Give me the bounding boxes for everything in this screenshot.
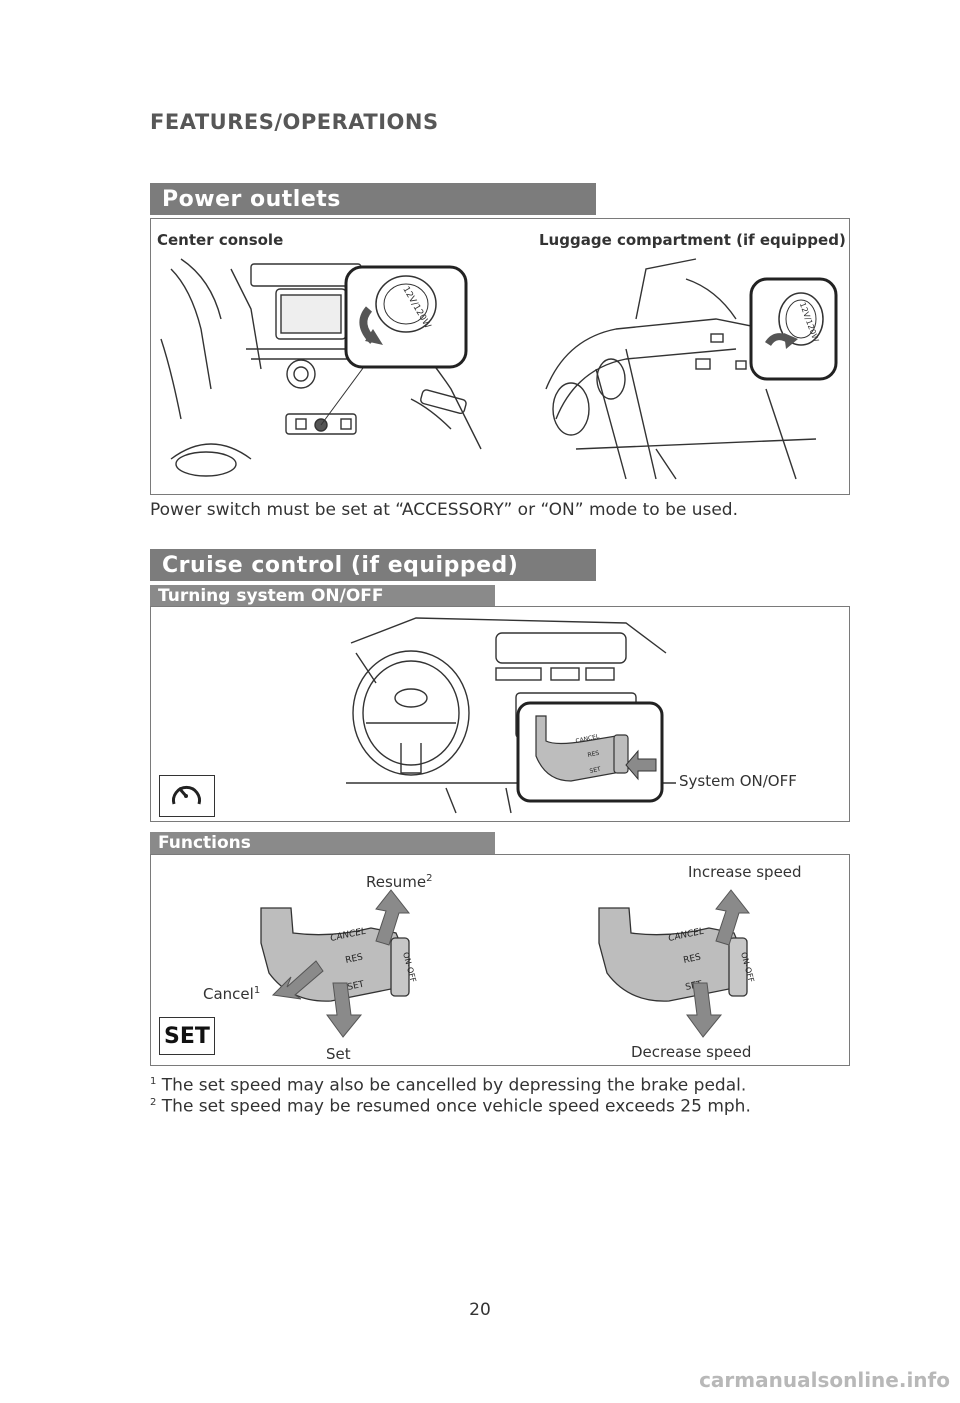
footnote-1-number: 1 <box>150 1076 157 1087</box>
decrease-speed-arrow <box>686 982 723 1038</box>
system-on-off-label: System ON/OFF <box>679 772 797 790</box>
luggage-socket-zoom: 12V/120W <box>749 277 838 381</box>
page-number: 20 <box>469 1300 491 1320</box>
footnote-2: 2 The set speed may be resumed once vehi… <box>150 1093 751 1117</box>
lever-small-set-label: SET <box>589 766 602 775</box>
power-outlets-title-text: Power outlets <box>162 186 341 212</box>
lever-functions-left-illustration: CANCEL RES SET ON-OFF <box>260 907 418 1002</box>
power-outlets-note: Power switch must be set at “ACCESSORY” … <box>150 500 739 520</box>
set-label: Set <box>326 1045 351 1063</box>
power-outlets-title: Power outlets <box>150 183 596 215</box>
cruise-control-title: Cruise control (if equipped) <box>150 549 596 581</box>
lever-small-cancel-label: CANCEL <box>575 733 601 745</box>
lever-zoom-illustration: CANCEL RES SET <box>516 701 664 803</box>
lever-left-res-label: RES <box>345 952 365 966</box>
functions-left-arrows <box>271 889 411 1038</box>
set-indicator-icon: SET <box>159 1017 215 1055</box>
turning-system-title: Turning system ON/OFF <box>150 585 495 607</box>
footnote-2-text: The set speed may be resumed once vehicl… <box>161 1096 751 1117</box>
center-console-caption: Center console <box>157 231 284 249</box>
lever-right-res-label: RES <box>683 952 703 966</box>
luggage-compartment-illustration: 12V/120W <box>545 258 838 480</box>
center-console-illustration: 12V/120W <box>160 258 482 477</box>
increase-speed-arrow <box>715 889 751 946</box>
footnote-2-number: 2 <box>150 1097 157 1108</box>
cancel-arrow <box>271 960 324 1000</box>
lever-functions-right-illustration: CANCEL RES SET ON-OFF <box>598 907 756 1002</box>
resume-label-text: Resume <box>366 873 427 891</box>
cancel-label-text: Cancel <box>203 985 254 1003</box>
turning-system-title-text: Turning system ON/OFF <box>158 586 384 606</box>
footnote-1: 1 The set speed may also be cancelled by… <box>150 1072 746 1096</box>
cruise-control-title-text: Cruise control (if equipped) <box>162 552 519 578</box>
cancel-footnote-ref: 1 <box>253 985 261 996</box>
resume-label: Resume2 <box>366 873 433 891</box>
power-outlets-panel: Center console Luggage compartment (if e… <box>150 218 850 495</box>
set-arrow <box>326 982 363 1038</box>
lever-left-set-label: SET <box>347 980 366 993</box>
luggage-compartment-caption: Luggage compartment (if equipped) <box>539 231 846 249</box>
functions-right-arrows <box>686 889 751 1038</box>
functions-panel: SET CANCEL RES SET ON-OFF Resume2 Cancel… <box>150 854 850 1066</box>
resume-footnote-ref: 2 <box>426 873 433 884</box>
center-socket-zoom: 12V/120W <box>344 265 468 369</box>
lever-small-res-label: RES <box>587 750 600 759</box>
turning-system-panel: CANCEL RES SET System ON/OFF <box>150 606 850 822</box>
resume-arrow <box>375 889 411 946</box>
functions-title: Functions <box>150 832 495 854</box>
page-section-header: FEATURES/OPERATIONS <box>150 110 439 134</box>
watermark: carmanualsonline.info <box>699 1368 950 1392</box>
cruise-speedometer-icon <box>159 775 215 817</box>
increase-speed-label: Increase speed <box>688 863 802 881</box>
decrease-speed-label: Decrease speed <box>631 1043 752 1061</box>
functions-title-text: Functions <box>158 833 251 853</box>
footnote-1-text: The set speed may also be cancelled by d… <box>161 1075 747 1096</box>
cancel-label: Cancel1 <box>203 985 260 1003</box>
